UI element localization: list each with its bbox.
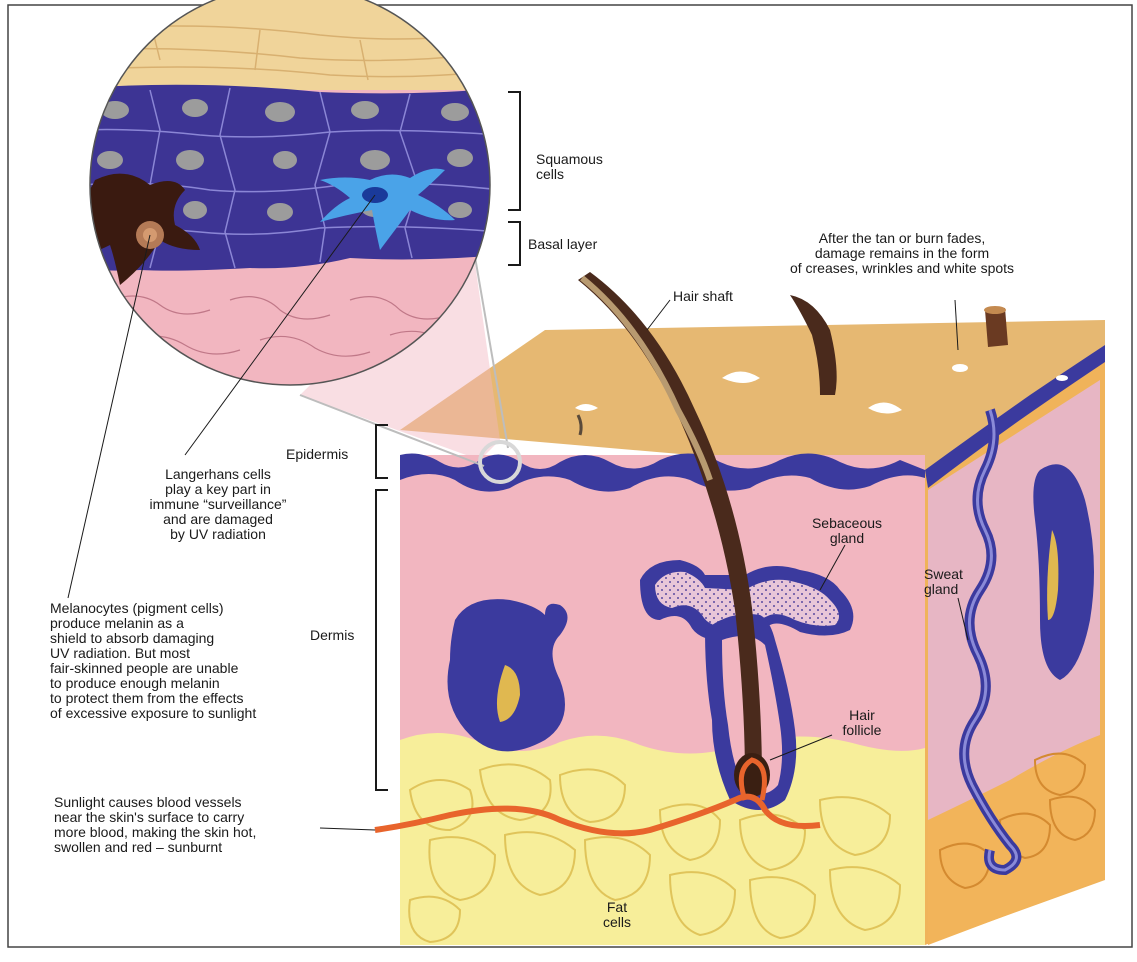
sunlight-leader [320, 828, 375, 830]
label-after-tan: After the tan or burn fades, damage rema… [772, 231, 1032, 276]
label-dermis: Dermis [310, 628, 354, 643]
label-sebaceous-gland: Sebaceous gland [802, 516, 892, 546]
label-epidermis: Epidermis [286, 447, 348, 462]
label-langerhans-cells: Langerhans cells play a key part in immu… [128, 467, 308, 542]
label-hair-shaft: Hair shaft [673, 289, 733, 304]
cut-hair-top [984, 306, 1006, 314]
label-squamous-cells: Squamous cells [536, 152, 603, 182]
epidermis-bracket [376, 425, 388, 478]
hair-shaft-leader [647, 300, 670, 330]
label-sunlight: Sunlight causes blood vessels near the s… [54, 795, 256, 855]
label-hair-follicle: Hair follicle [832, 708, 892, 738]
dermis-bracket [376, 490, 388, 790]
fat-layer [400, 733, 925, 945]
label-basal-layer: Basal layer [528, 237, 597, 252]
label-fat-cells: Fat cells [592, 900, 642, 930]
melanocyte-leader [68, 235, 150, 598]
label-melanocytes: Melanocytes (pigment cells) produce mela… [50, 601, 256, 721]
basal-bracket [508, 222, 520, 265]
label-sweat-gland: Sweat gland [924, 567, 963, 597]
squamous-bracket [508, 92, 520, 210]
